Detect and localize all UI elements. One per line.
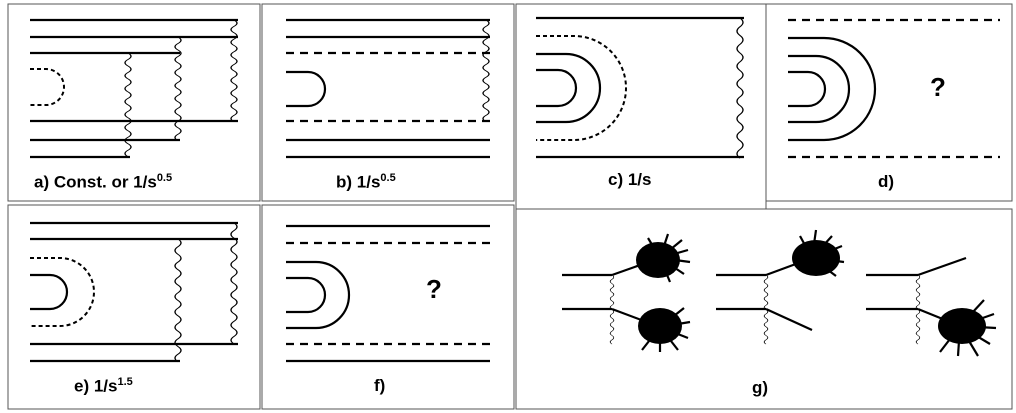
panel-d-question-mark: ? — [930, 72, 946, 102]
panel-a-label: a) Const. or 1/s0.5 — [34, 172, 173, 192]
blob-4 — [938, 299, 997, 357]
panel-d-label: d) — [878, 172, 895, 191]
panel-d-diagram — [788, 18, 1000, 159]
blob-3 — [792, 229, 845, 277]
panel-e-label: e) 1/s1.5 — [74, 376, 133, 396]
panel-c-label: c) 1/s — [608, 170, 652, 189]
blob-2 — [638, 307, 691, 352]
panel-a-diagram — [30, 18, 238, 159]
panel-b-diagram — [286, 18, 490, 159]
panel-g-diagram — [562, 229, 997, 357]
panel-g-label: g) — [752, 378, 769, 397]
panel-f-diagram — [286, 224, 490, 363]
panel-e-diagram — [30, 221, 238, 363]
panel-f-question-mark: ? — [426, 274, 442, 304]
panel-c-diagram — [536, 16, 744, 159]
panel-b-label: b) 1/s0.5 — [336, 172, 396, 192]
panel-frames — [7, 3, 1013, 410]
blob-1 — [636, 233, 691, 283]
panel-f-label: f) — [374, 376, 386, 395]
